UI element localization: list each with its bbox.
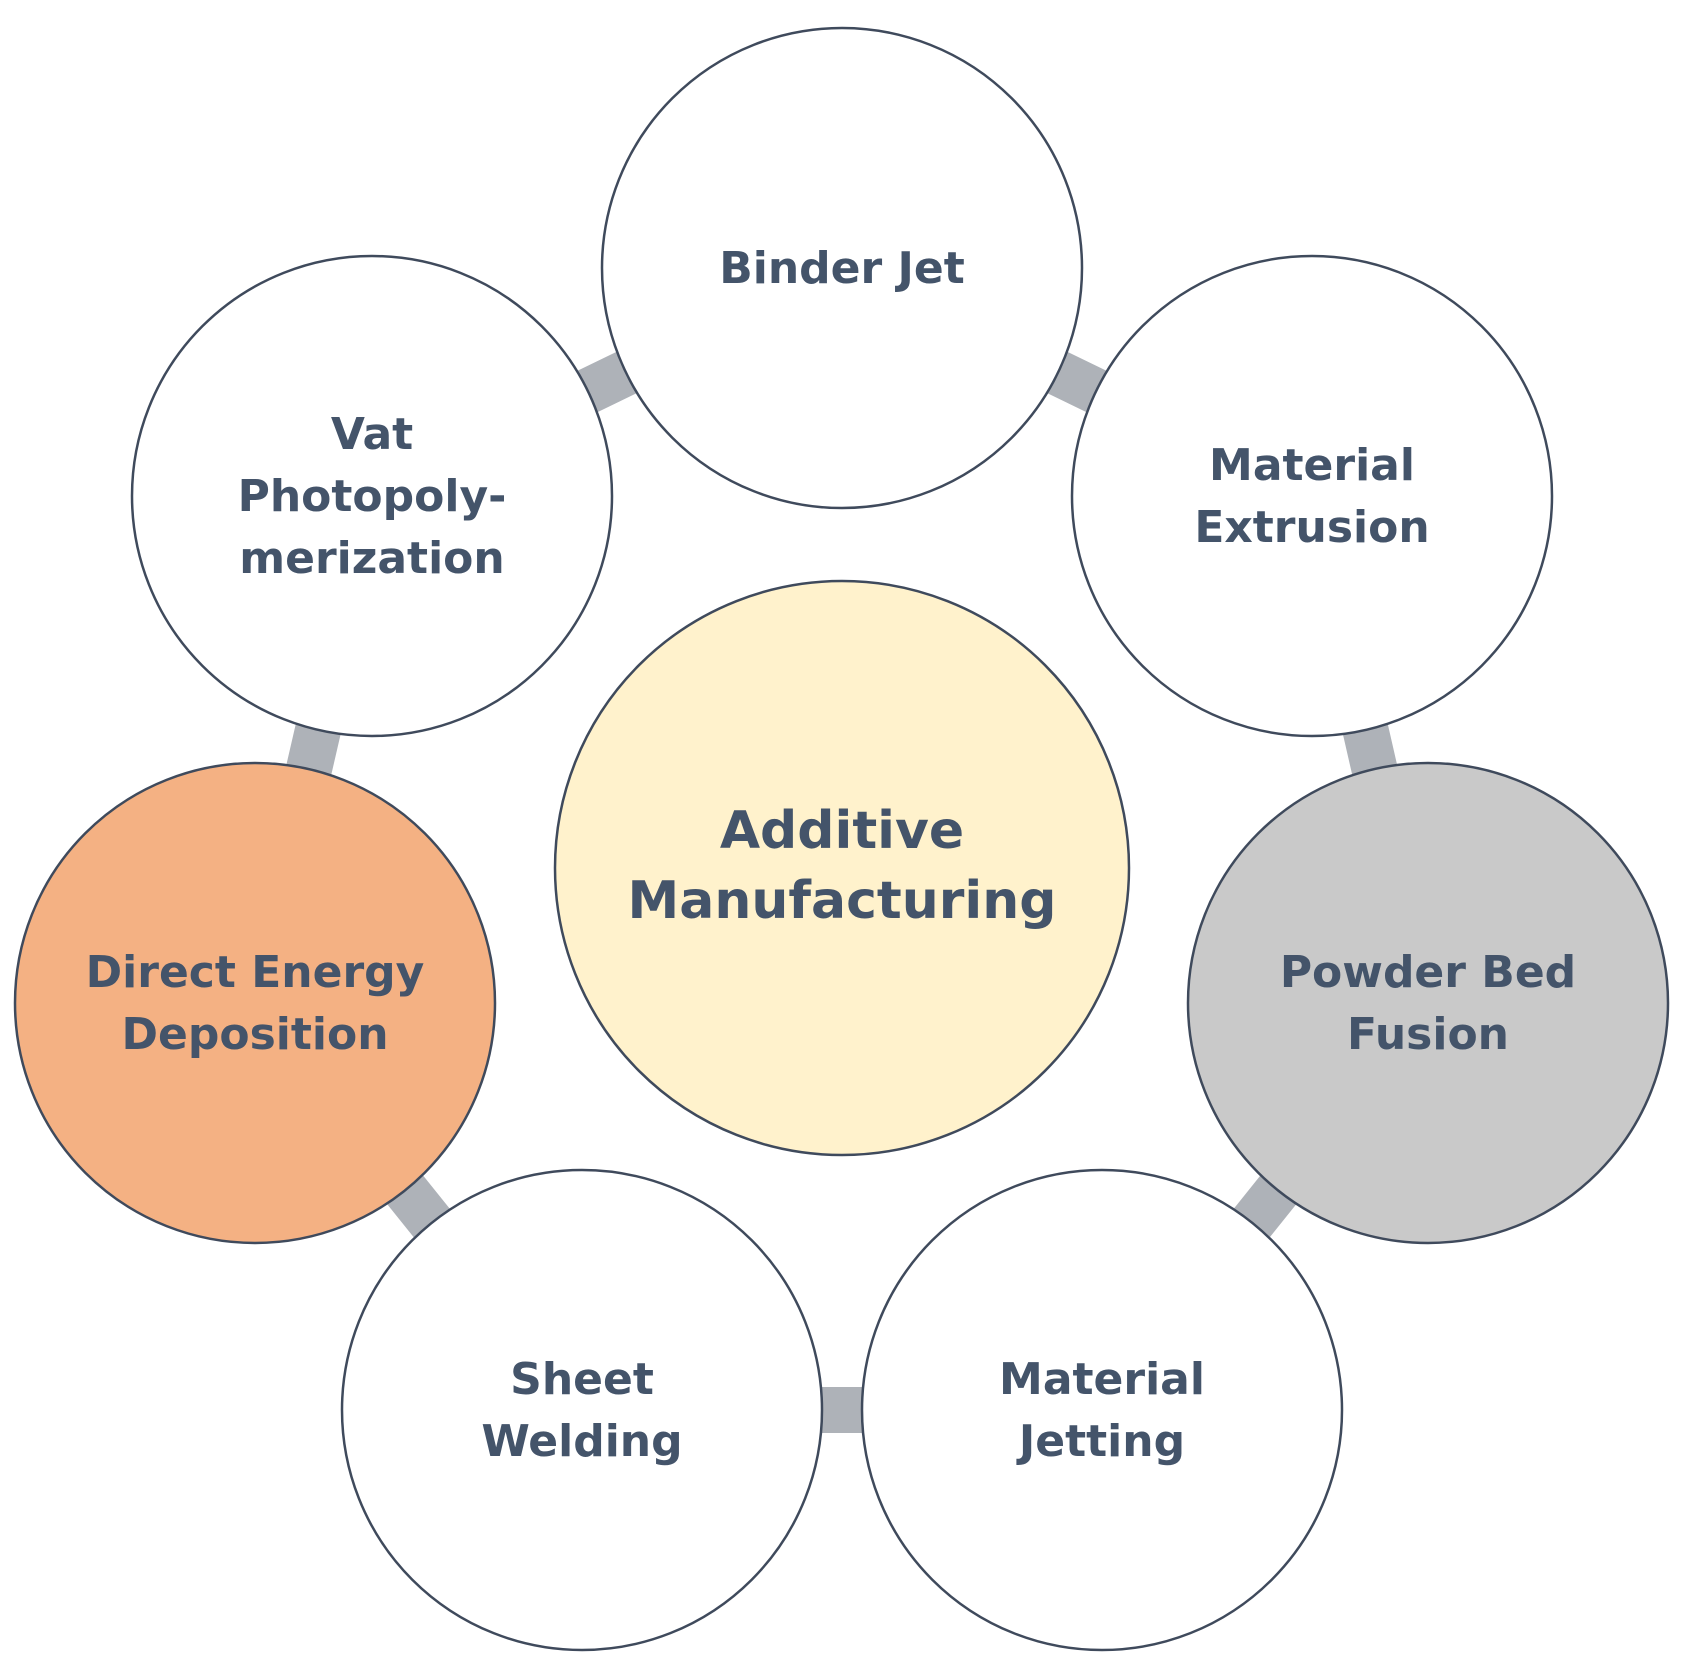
- node-circle: [13, 761, 497, 1245]
- node-label-line: Binder Jet: [719, 243, 965, 294]
- node-label-line: merization: [239, 533, 504, 584]
- node-label-line: Sheet: [510, 1354, 654, 1405]
- node-label-line: Extrusion: [1194, 502, 1429, 553]
- node-label-line: Direct Energy: [86, 947, 425, 998]
- node-circle: [600, 26, 1084, 510]
- node-circle: [1186, 761, 1670, 1245]
- node-label-line: Material: [999, 1354, 1205, 1405]
- node-circle: [1070, 254, 1554, 738]
- node-label-line: Powder Bed: [1280, 947, 1576, 998]
- node-label-line: Jetting: [1016, 1416, 1185, 1467]
- node-circle: [860, 1168, 1344, 1652]
- node-label-line: Deposition: [121, 1009, 388, 1060]
- node-label-line: Photopoly-: [238, 471, 507, 522]
- node-label-line: Vat: [331, 409, 413, 460]
- center-circle: [553, 579, 1131, 1157]
- node-binder-jet: Binder Jet: [600, 26, 1084, 510]
- node-label-line: Material: [1209, 440, 1415, 491]
- node-circle: [130, 254, 614, 738]
- node-circle: [340, 1168, 824, 1652]
- node-label-line: Welding: [481, 1416, 682, 1467]
- node-label-line: Fusion: [1347, 1009, 1509, 1060]
- node-label-line: Additive: [720, 801, 964, 861]
- node-label-line: Manufacturing: [628, 871, 1057, 931]
